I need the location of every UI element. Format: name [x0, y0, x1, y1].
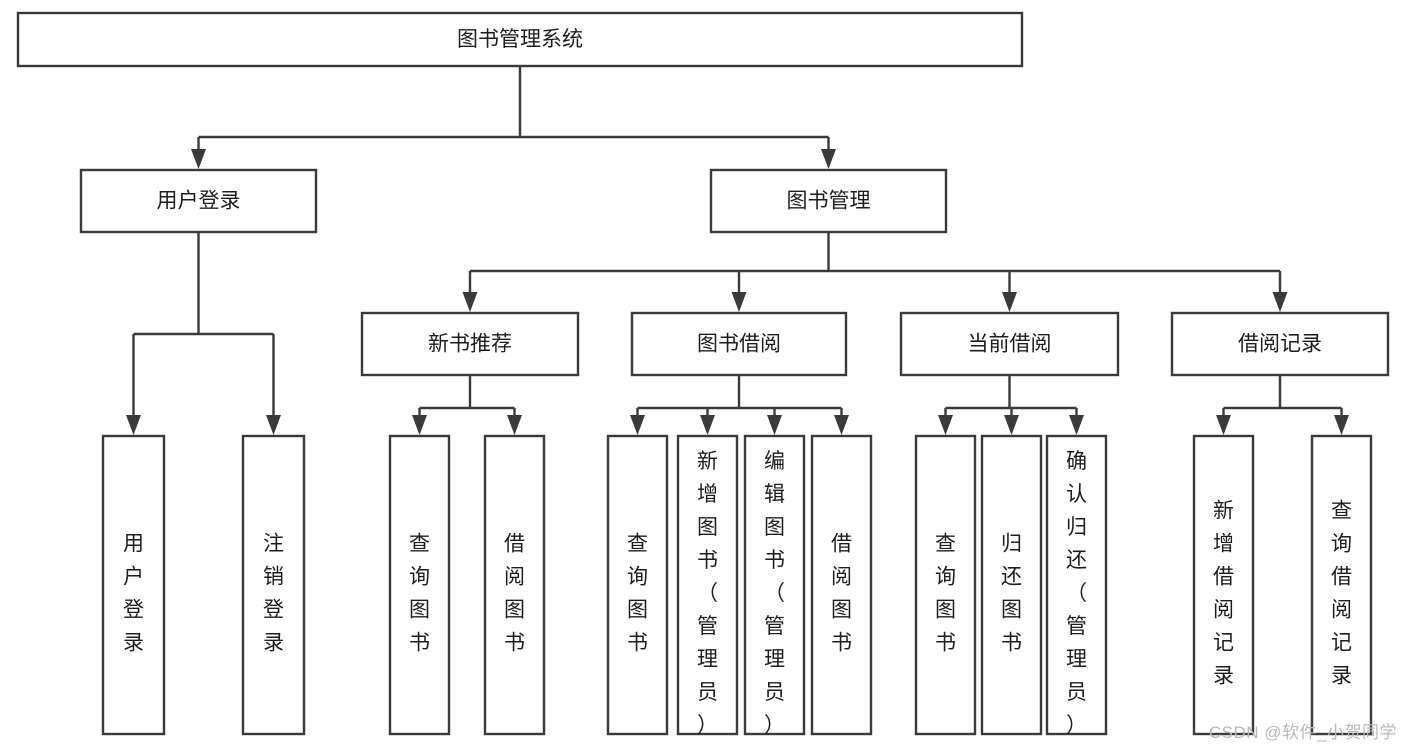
node-box: [360, 311, 580, 377]
arrow-head-icon: [507, 415, 522, 435]
node-box: [1310, 434, 1373, 736]
arrow-head-icon: [462, 292, 478, 312]
node-level2-1-图书管理[interactable]: 图书管理: [709, 168, 948, 234]
node-label: 当前借阅: [968, 333, 1052, 356]
node-label: 图书借阅: [697, 333, 781, 356]
node-leaf-2-查询图书[interactable]: 查询图书: [388, 434, 451, 736]
node-box: [709, 168, 948, 234]
node-box: [606, 434, 669, 736]
node-label: 编辑图书（管理员）: [764, 450, 785, 737]
node-box: [743, 434, 806, 736]
node-level3-3-借阅记录[interactable]: 借阅记录: [1170, 311, 1390, 377]
node-box: [101, 434, 166, 736]
arrow-head-icon: [1004, 415, 1019, 435]
arrow-head-icon: [1334, 415, 1349, 435]
node-box: [388, 434, 451, 736]
node-label: 借阅图书: [831, 532, 852, 654]
arrow-head-icon: [126, 415, 141, 435]
node-leaf-10-确认归还管理员[interactable]: 确认归还（管理员）: [1045, 434, 1108, 737]
nodes-layer: 图书管理系统用户登录图书管理新书推荐图书借阅当前借阅借阅记录用户登录注销登录查询…: [16, 11, 1390, 737]
node-label: 新增图书（管理员）: [697, 450, 718, 737]
node-label: 用户登录: [123, 532, 144, 654]
node-leaf-8-查询图书[interactable]: 查询图书: [914, 434, 977, 736]
node-box: [79, 168, 318, 234]
node-leaf-0-用户登录[interactable]: 用户登录: [101, 434, 166, 736]
node-label: 注销登录: [263, 532, 284, 654]
arrow-head-icon: [266, 415, 281, 435]
node-label: 新书推荐: [428, 333, 512, 356]
arrow-head-icon: [731, 292, 747, 312]
arrow-head-icon: [191, 149, 206, 169]
node-box: [899, 311, 1120, 377]
node-leaf-9-归还图书[interactable]: 归还图书: [980, 434, 1043, 736]
node-leaf-4-查询图书[interactable]: 查询图书: [606, 434, 669, 736]
arrow-head-icon: [767, 415, 782, 435]
connectors-layer: [126, 66, 1349, 435]
node-label: 新增借阅记录: [1213, 499, 1234, 687]
node-box: [1192, 434, 1255, 736]
arrow-head-icon: [1002, 292, 1017, 312]
node-box: [483, 434, 546, 736]
arrow-head-icon: [412, 415, 427, 435]
node-level3-0-新书推荐[interactable]: 新书推荐: [360, 311, 580, 377]
arrow-head-icon: [821, 149, 836, 169]
node-label: 查询图书: [935, 532, 956, 654]
node-box: [16, 11, 1024, 68]
node-leaf-6-编辑图书管理员[interactable]: 编辑图书（管理员）: [743, 434, 806, 737]
node-label: 查询图书: [627, 532, 648, 654]
node-box: [630, 311, 848, 377]
node-box: [241, 434, 306, 736]
node-label: 查询图书: [409, 532, 430, 654]
arrow-head-icon: [700, 415, 715, 435]
node-leaf-7-借阅图书[interactable]: 借阅图书: [810, 434, 873, 736]
node-leaf-3-借阅图书[interactable]: 借阅图书: [483, 434, 546, 736]
node-box: [914, 434, 977, 736]
node-label: 归还图书: [1001, 532, 1022, 654]
arrow-head-icon: [1272, 292, 1288, 312]
node-label: 借阅图书: [504, 532, 525, 654]
node-label: 确认归还（管理员）: [1066, 450, 1087, 737]
node-leaf-1-注销登录[interactable]: 注销登录: [241, 434, 306, 736]
node-label: 借阅记录: [1238, 333, 1322, 356]
arrow-head-icon: [1069, 415, 1084, 435]
node-level3-2-当前借阅[interactable]: 当前借阅: [899, 311, 1120, 377]
arrow-head-icon: [630, 415, 645, 435]
csdn-watermark: CSDN @软件_小贺同学: [1208, 723, 1397, 742]
node-level2-0-用户登录[interactable]: 用户登录: [79, 168, 318, 234]
node-box: [676, 434, 739, 736]
arrow-head-icon: [1216, 415, 1231, 435]
node-box: [1170, 311, 1390, 377]
node-level3-1-图书借阅[interactable]: 图书借阅: [630, 311, 848, 377]
node-box: [1045, 434, 1108, 736]
node-box: [980, 434, 1043, 736]
node-leaf-11-新增借阅记录[interactable]: 新增借阅记录: [1192, 434, 1255, 736]
node-label: 图书管理系统: [457, 28, 583, 51]
node-label: 用户登录: [157, 190, 241, 213]
arrow-head-icon: [938, 415, 953, 435]
node-box: [810, 434, 873, 736]
node-leaf-12-查询借阅记录[interactable]: 查询借阅记录: [1310, 434, 1373, 736]
node-root-0-图书管理系统[interactable]: 图书管理系统: [16, 11, 1024, 68]
node-label: 图书管理: [787, 190, 871, 213]
node-label: 查询借阅记录: [1331, 499, 1352, 687]
node-leaf-5-新增图书管理员[interactable]: 新增图书（管理员）: [676, 434, 739, 737]
arrow-head-icon: [834, 415, 849, 435]
